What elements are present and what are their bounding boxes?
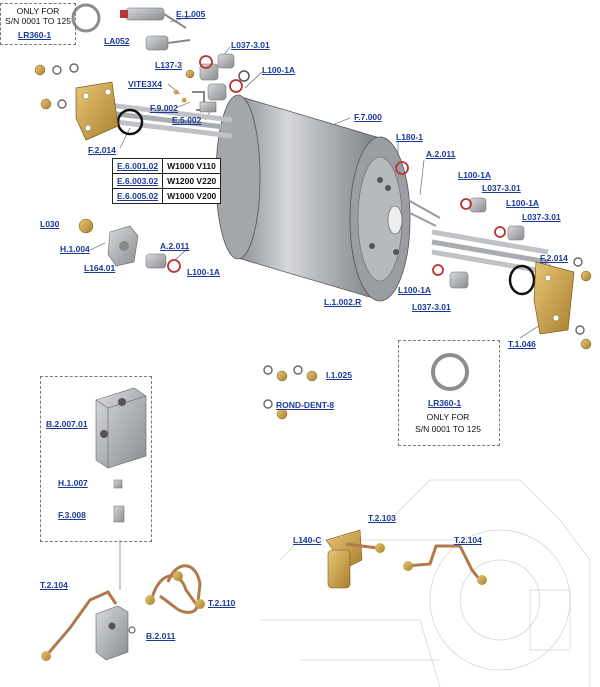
table-row: E.6.001.02 W1000 V110 (111, 158, 222, 174)
label-b2007[interactable]: B.2.007.01 (46, 419, 88, 429)
note-box-right (398, 340, 500, 446)
label-l100-right1[interactable]: L100-1A (458, 170, 492, 180)
note-right-line2: S/N 0001 TO 125 (415, 424, 481, 434)
label-l037-right2[interactable]: L037-3.01 (522, 212, 561, 222)
label-la052[interactable]: LA052 (104, 36, 130, 46)
label-f2014-right[interactable]: F.2.014 (540, 253, 568, 263)
note-top-left-line2: S/N 0001 TO 125 (5, 16, 71, 26)
label-f9002[interactable]: F.9.002 (150, 103, 178, 113)
pipe-assembly-left (41, 564, 205, 661)
element-spec: W1200 V220 (162, 173, 222, 189)
element-code[interactable]: E.6.003.02 (111, 173, 164, 189)
screws-vite3x4 (173, 89, 217, 113)
nuts-right (573, 257, 592, 350)
fittings-l037-top (185, 53, 250, 101)
nuts-left (34, 63, 79, 110)
label-a2011-top[interactable]: A.2.011 (426, 149, 456, 159)
label-b2011[interactable]: B.2.011 (146, 631, 176, 641)
label-f3008[interactable]: F.3.008 (58, 510, 86, 520)
label-l180[interactable]: L180-1 (396, 132, 423, 142)
jet-h1007 (113, 479, 123, 489)
label-lr360-right[interactable]: LR360-1 (428, 398, 462, 408)
label-h1004[interactable]: H.1.004 (60, 244, 90, 254)
nuts-middle (263, 365, 318, 420)
table-row: E.6.003.02 W1200 V220 (111, 173, 222, 189)
boiler-body (215, 94, 411, 302)
label-l100-right2[interactable]: L100-1A (506, 198, 540, 208)
gasket-lr360-right (431, 353, 469, 391)
label-l037-lower[interactable]: L037-3.01 (412, 302, 451, 312)
block-b2007 (95, 387, 147, 469)
label-lr360-top[interactable]: LR360-1 (18, 30, 52, 40)
filter-f3008 (113, 505, 125, 523)
heating-element-table: E.6.001.02 W1000 V110 E.6.003.02 W1200 V… (111, 158, 222, 204)
label-f2014-left[interactable]: F.2.014 (88, 145, 116, 155)
note-box-top-left (0, 3, 76, 45)
element-code[interactable]: E.6.005.02 (111, 188, 164, 204)
label-t2104-left[interactable]: T.2.104 (40, 580, 68, 590)
element-code[interactable]: E.6.001.02 (111, 158, 164, 174)
element-spec: W1000 V110 (162, 158, 222, 174)
label-h1007[interactable]: H.1.007 (58, 478, 88, 488)
pipe-assembly-right (325, 529, 487, 589)
left-lower-fittings (78, 218, 181, 273)
label-t1046[interactable]: T.1.046 (508, 339, 536, 349)
group-box-b2007 (40, 376, 152, 542)
fitting-la052 (145, 35, 191, 51)
label-i1025[interactable]: I.1.025 (326, 370, 352, 380)
label-l037-right1[interactable]: L037-3.01 (482, 183, 521, 193)
label-t2103[interactable]: T.2.103 (368, 513, 396, 523)
label-e1005[interactable]: E.1.005 (176, 9, 206, 19)
label-l100-lower[interactable]: L100-1A (398, 285, 432, 295)
label-e5002[interactable]: E.5.002 (172, 115, 202, 125)
note-right-line1: ONLY FOR (426, 412, 470, 422)
right-heating-element (431, 229, 575, 335)
label-l100-top[interactable]: L100-1A (262, 65, 296, 75)
left-heating-element (75, 81, 233, 141)
label-f7000[interactable]: F.7.000 (354, 112, 382, 122)
label-l140[interactable]: L140-C (293, 535, 322, 545)
label-l164[interactable]: L164.01 (84, 263, 116, 273)
table-row: E.6.005.02 W1000 V200 (111, 188, 222, 204)
element-spec: W1000 V200 (162, 188, 222, 204)
label-t2104-right[interactable]: T.2.104 (454, 535, 482, 545)
label-l1002[interactable]: L.1.002.R (324, 297, 362, 307)
label-l137[interactable]: L137-3 (155, 60, 182, 70)
label-l100-left[interactable]: L100-1A (187, 267, 221, 277)
label-a2011-left[interactable]: A.2.011 (160, 241, 190, 251)
gasket-lr360-top (71, 3, 101, 33)
label-l037-top[interactable]: L037-3.01 (231, 40, 270, 50)
label-vite3x4[interactable]: VITE3X4 (128, 79, 163, 89)
right-fittings (395, 161, 525, 289)
label-rond-dent[interactable]: ROND-DENT-8 (276, 400, 335, 410)
label-t2110[interactable]: T.2.110 (208, 598, 236, 608)
label-l030[interactable]: L030 (40, 219, 60, 229)
note-top-left-line1: ONLY FOR (16, 6, 60, 16)
probe-e1005 (120, 7, 187, 29)
background-machine-sketch (260, 479, 591, 687)
